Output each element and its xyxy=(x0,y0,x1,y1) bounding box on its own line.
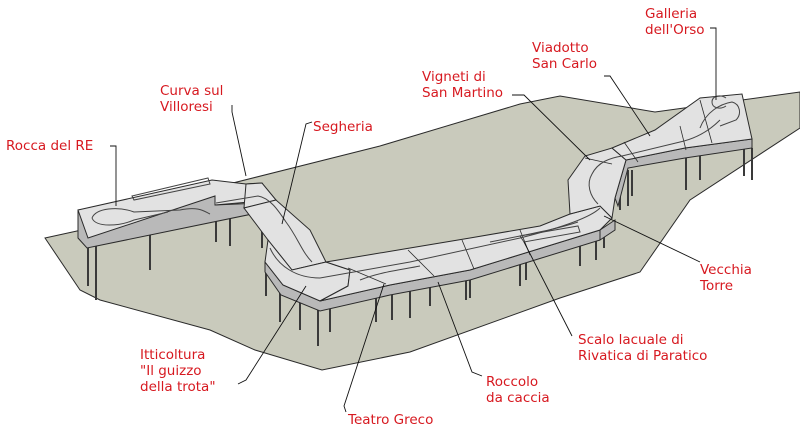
leader-segheria xyxy=(281,121,313,225)
label-line: Segheria xyxy=(313,119,373,135)
leader-rocca xyxy=(110,145,117,206)
label-line: Teatro Greco xyxy=(347,412,433,428)
deck-tops xyxy=(77,93,753,302)
label-line: Curva sul xyxy=(160,83,223,99)
track-lines xyxy=(91,95,740,281)
label-rocca-del-re: Rocca del RE xyxy=(6,138,93,154)
leader-teatro xyxy=(343,283,385,413)
label-line: San Martino xyxy=(422,85,503,101)
label-line: "Il guizzo xyxy=(140,363,202,379)
deck-right-platform xyxy=(611,93,753,161)
label-line: Viadotto xyxy=(532,40,589,56)
leader-scalo xyxy=(523,241,573,337)
label-teatro-greco: Teatro Greco xyxy=(347,412,433,428)
leader-lines xyxy=(110,27,717,413)
label-line: Vecchia xyxy=(700,262,752,278)
leader-viadotto xyxy=(604,75,651,137)
label-line: Roccolo xyxy=(486,374,538,390)
label-line: dell'Orso xyxy=(645,22,705,38)
label-line: della trota" xyxy=(140,379,216,395)
label-line: Scalo lacuale di xyxy=(578,332,684,348)
label-line: Rivatica di Paratico xyxy=(578,348,707,364)
label-line: da caccia xyxy=(486,390,550,406)
deck-bottom-run xyxy=(319,205,613,302)
leader-vecchia xyxy=(603,215,701,263)
label-line: Rocca del RE xyxy=(6,138,93,154)
leader-roccolo xyxy=(437,281,483,377)
label-line: Galleria xyxy=(645,6,697,22)
deck-side-up-run xyxy=(599,219,616,241)
leader-vigneti xyxy=(512,94,591,161)
label-line: Villoresi xyxy=(160,99,213,115)
label-line: San Carlo xyxy=(532,56,597,72)
leader-itticoltura xyxy=(237,285,307,385)
label-segheria: Segheria xyxy=(313,119,373,135)
label-line: Vigneti di xyxy=(422,69,486,85)
label-line: Itticoltura xyxy=(140,347,205,363)
leader-curva xyxy=(231,105,247,177)
module-lines xyxy=(347,99,713,285)
leader-galleria xyxy=(710,27,717,100)
label-line: Torre xyxy=(699,278,733,294)
